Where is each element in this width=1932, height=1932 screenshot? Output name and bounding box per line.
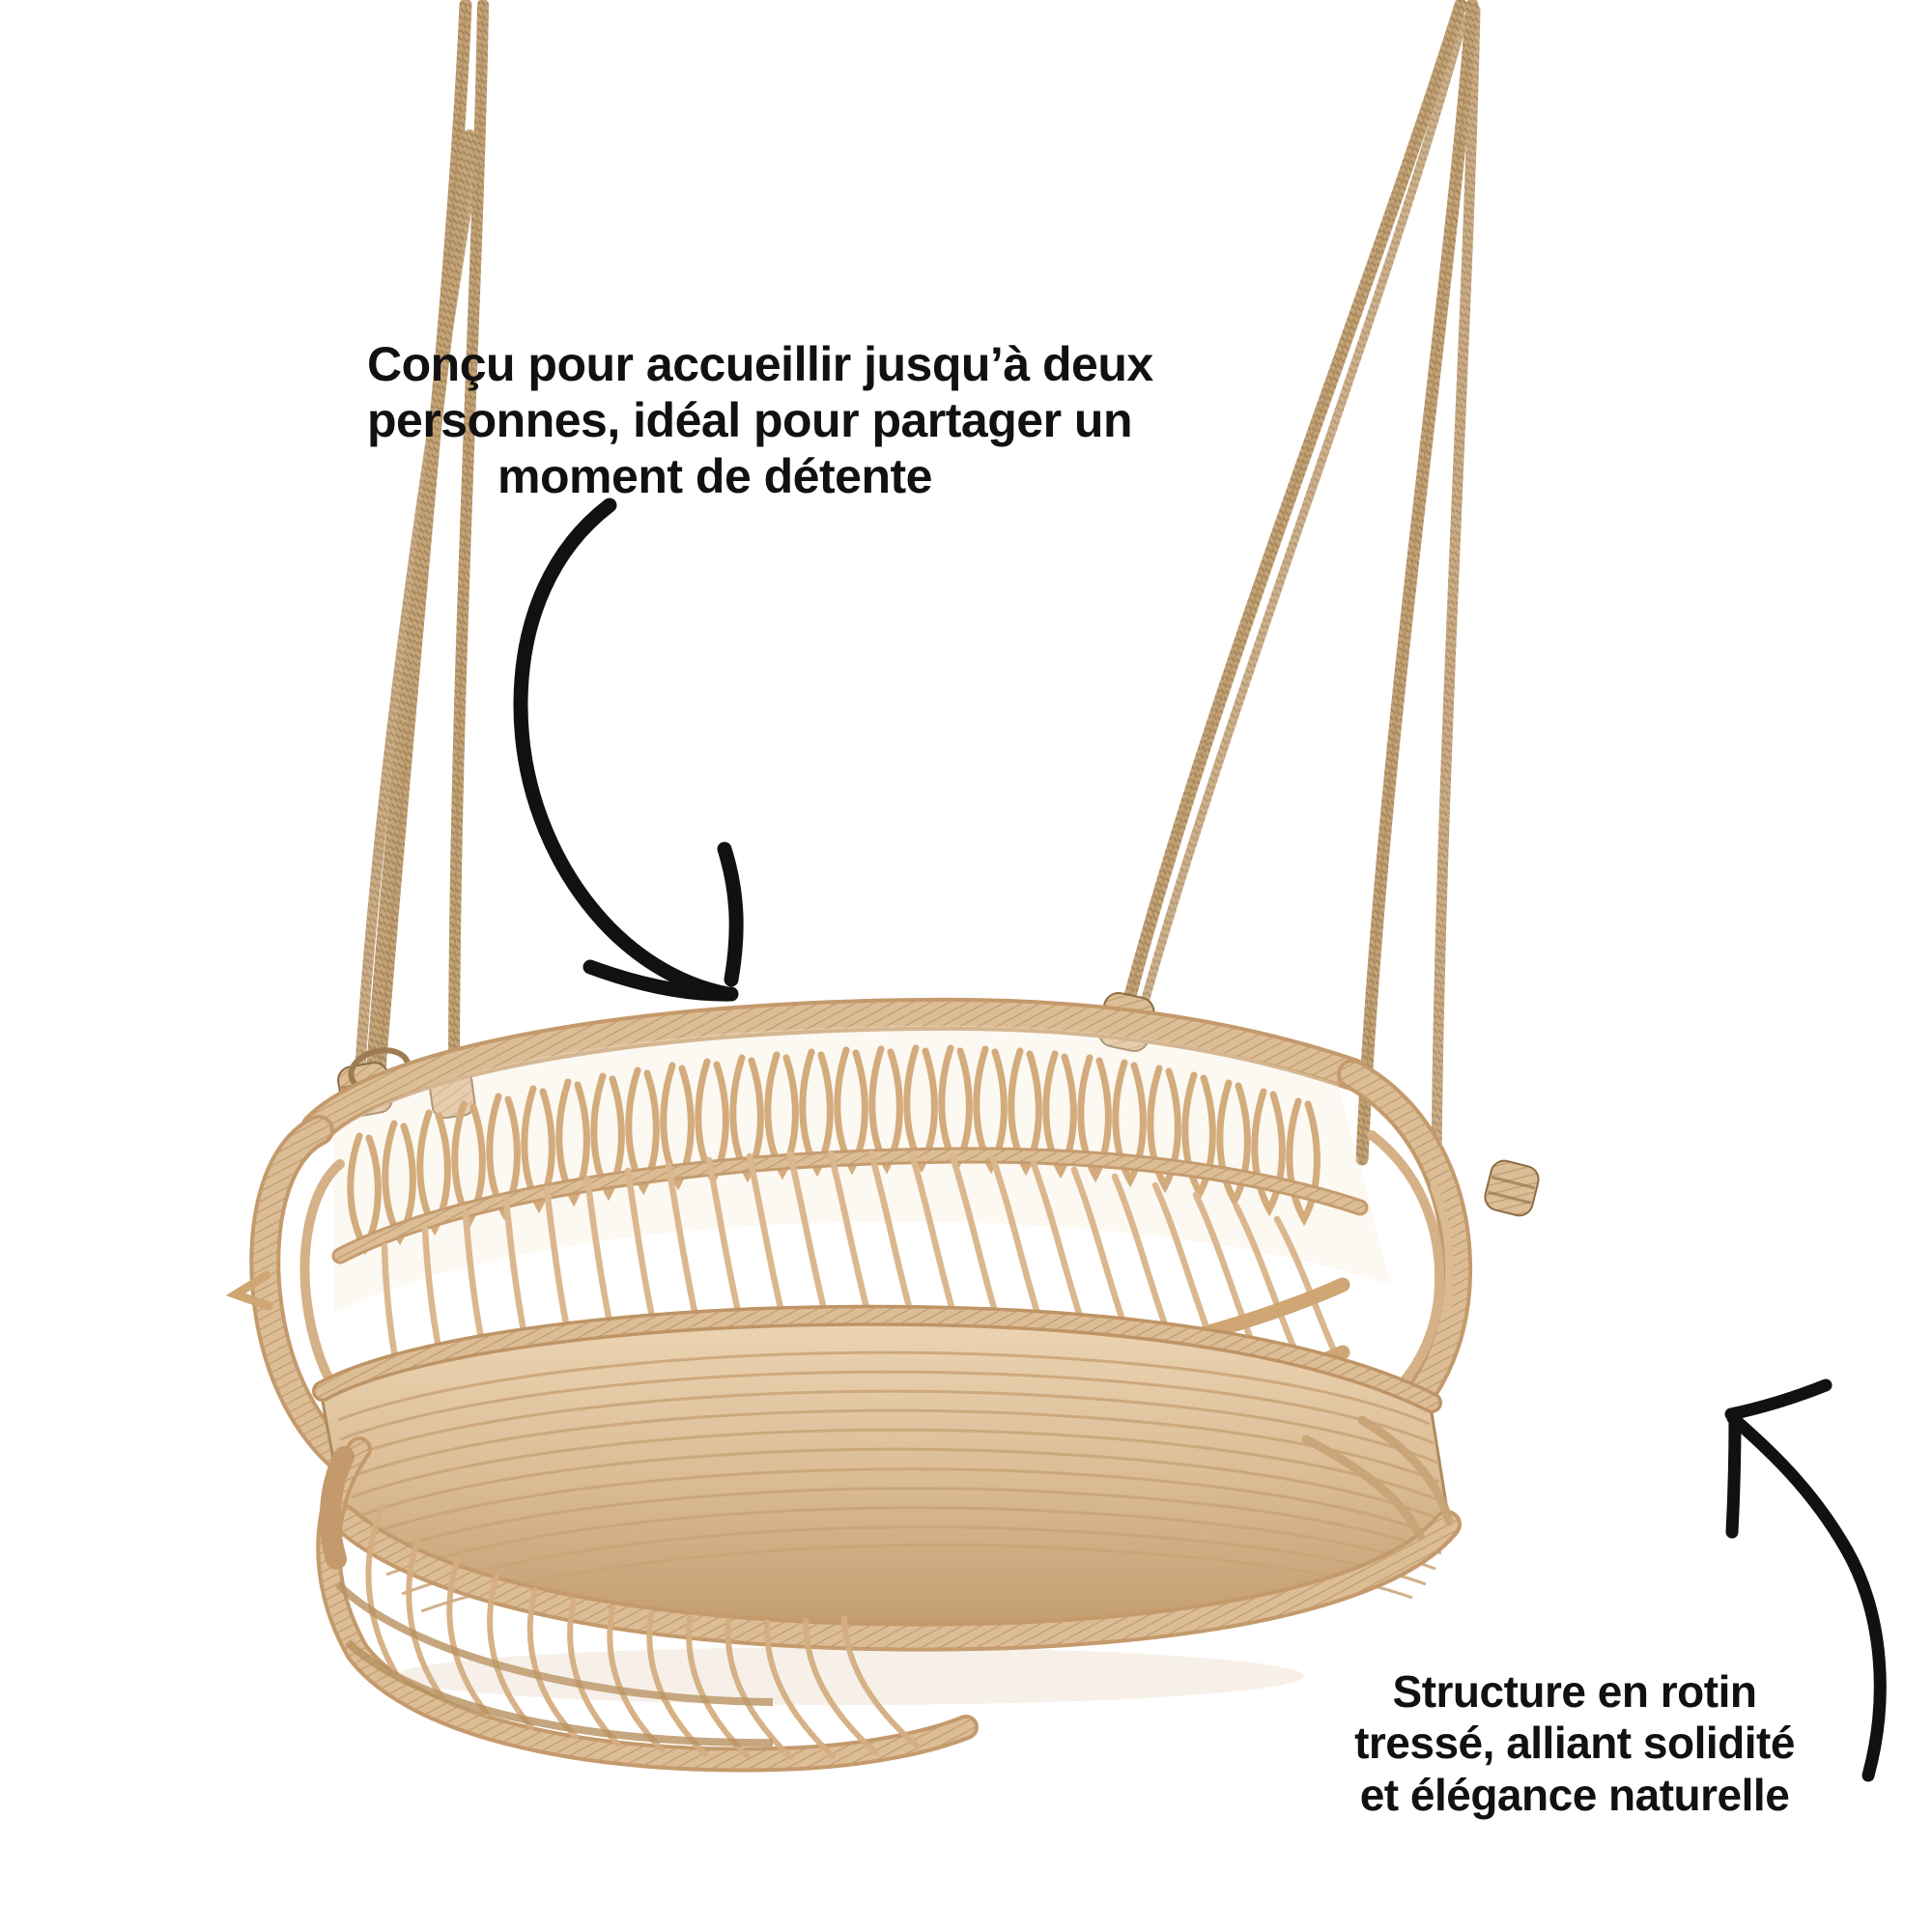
suspension-ropes [354,0,1481,1175]
backrest-loops [347,1044,1321,1256]
callout-structure-line-1: Structure en rotin [1392,1666,1757,1717]
callout-capacity-line-3: moment de détente [497,449,932,503]
callout-structure-line-3: et élégance naturelle [1359,1769,1790,1820]
rattan-bench [225,997,1473,1773]
callout-structure-line-2: tressé, alliant solidité [1354,1718,1795,1769]
callout-capacity-line-1: Conçu pour accueillir jusqu’à deux [367,337,1153,391]
callout-structure: Structure en rotin tressé, alliant solid… [1256,1666,1893,1821]
callout-capacity: Conçu pour accueillir jusqu’à deux perso… [367,336,1153,504]
callout-capacity-line-2: personnes, idéal pour partager un [367,393,1133,447]
seat-weave [337,1350,1444,1613]
